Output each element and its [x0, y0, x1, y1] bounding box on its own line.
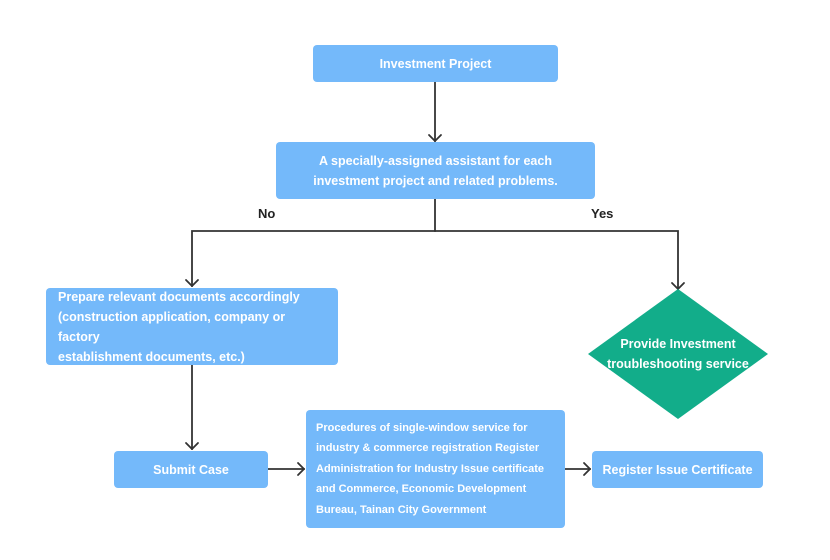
register-issue-certificate-label: Register Issue Certificate — [602, 462, 753, 477]
assistant-label: A specially-assigned assistant for each … — [313, 153, 558, 188]
prepare-documents-node: Prepare relevant documents accordingly (… — [46, 288, 338, 365]
connector-yes-branch — [434, 230, 679, 290]
single-window-procedures-node: Procedures of single-window service for … — [306, 410, 565, 528]
arrowhead-to-procedures — [297, 462, 305, 476]
troubleshooting-label: Provide Investment troubleshooting servi… — [607, 337, 749, 371]
arrowhead-to-submit-case — [185, 442, 199, 450]
submit-case-node: Submit Case — [114, 451, 268, 488]
troubleshooting-decision-node: Provide Investment troubleshooting servi… — [588, 289, 768, 419]
arrowhead-to-register — [583, 462, 591, 476]
decision-diamond-shape — [588, 289, 768, 419]
arrowhead-to-documents — [185, 279, 199, 287]
prepare-documents-label: Prepare relevant documents accordingly (… — [58, 289, 300, 364]
single-window-procedures-label: Procedures of single-window service for … — [316, 421, 544, 516]
yes-branch-label: Yes — [591, 206, 614, 221]
submit-case-label: Submit Case — [153, 462, 229, 477]
arrowhead-to-assistant — [428, 134, 442, 142]
investment-project-node: Investment Project — [313, 45, 558, 82]
assistant-node: A specially-assigned assistant for each … — [276, 142, 595, 199]
register-issue-certificate-node: Register Issue Certificate — [592, 451, 763, 488]
no-branch-label: No — [258, 206, 276, 221]
connector-assistant-branch-split — [191, 198, 436, 287]
investment-project-label: Investment Project — [379, 56, 492, 71]
